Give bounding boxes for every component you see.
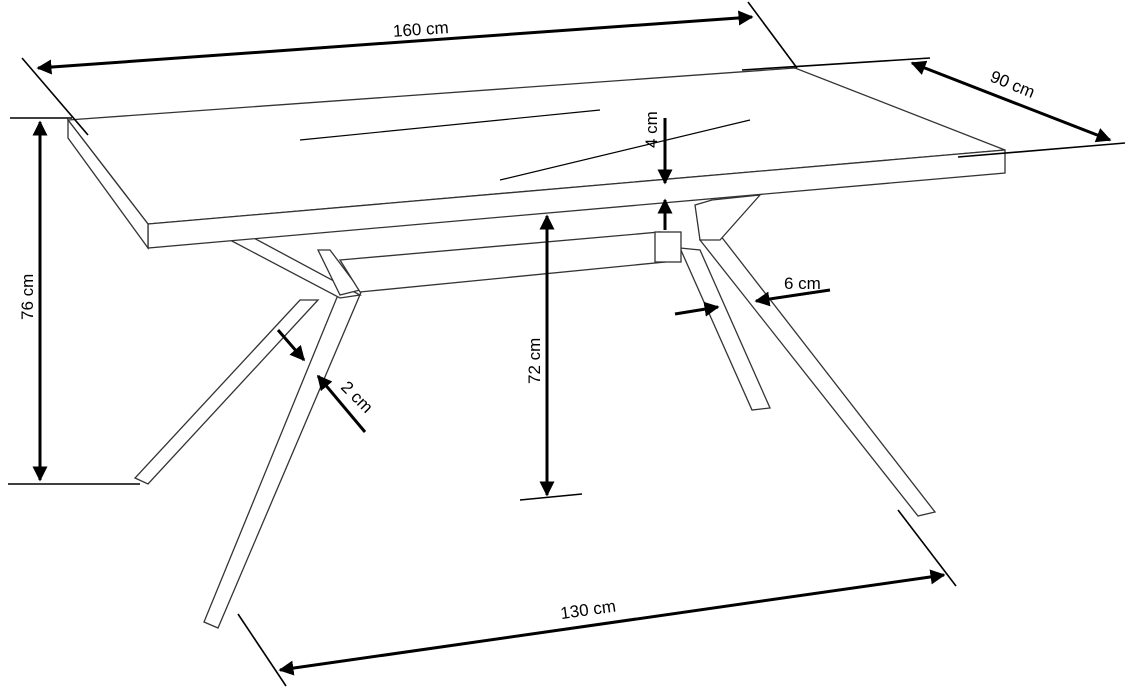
leg-thickness-label: 2 cm	[337, 377, 376, 416]
dimension-leg-span: 130 cm	[237, 509, 957, 687]
total-height-label: 76 cm	[18, 274, 37, 320]
top-thickness-label: 4 cm	[642, 111, 661, 148]
dimension-length: 160 cm	[21, 1, 798, 136]
leg-bracket	[654, 231, 682, 263]
clearance-height-label: 72 cm	[525, 338, 544, 384]
leg-width-label: 6 cm	[784, 274, 821, 293]
length-label: 160 cm	[392, 18, 449, 41]
table-top	[66, 67, 1006, 250]
leg-span-label: 130 cm	[559, 596, 617, 623]
dimension-total-height: 76 cm	[8, 117, 140, 485]
dimension-clearance-height: 72 cm	[519, 214, 583, 501]
table-legs	[133, 194, 937, 629]
dimension-top-thickness: 4 cm	[642, 111, 673, 230]
dimension-leg-width: 6 cm	[674, 274, 831, 317]
